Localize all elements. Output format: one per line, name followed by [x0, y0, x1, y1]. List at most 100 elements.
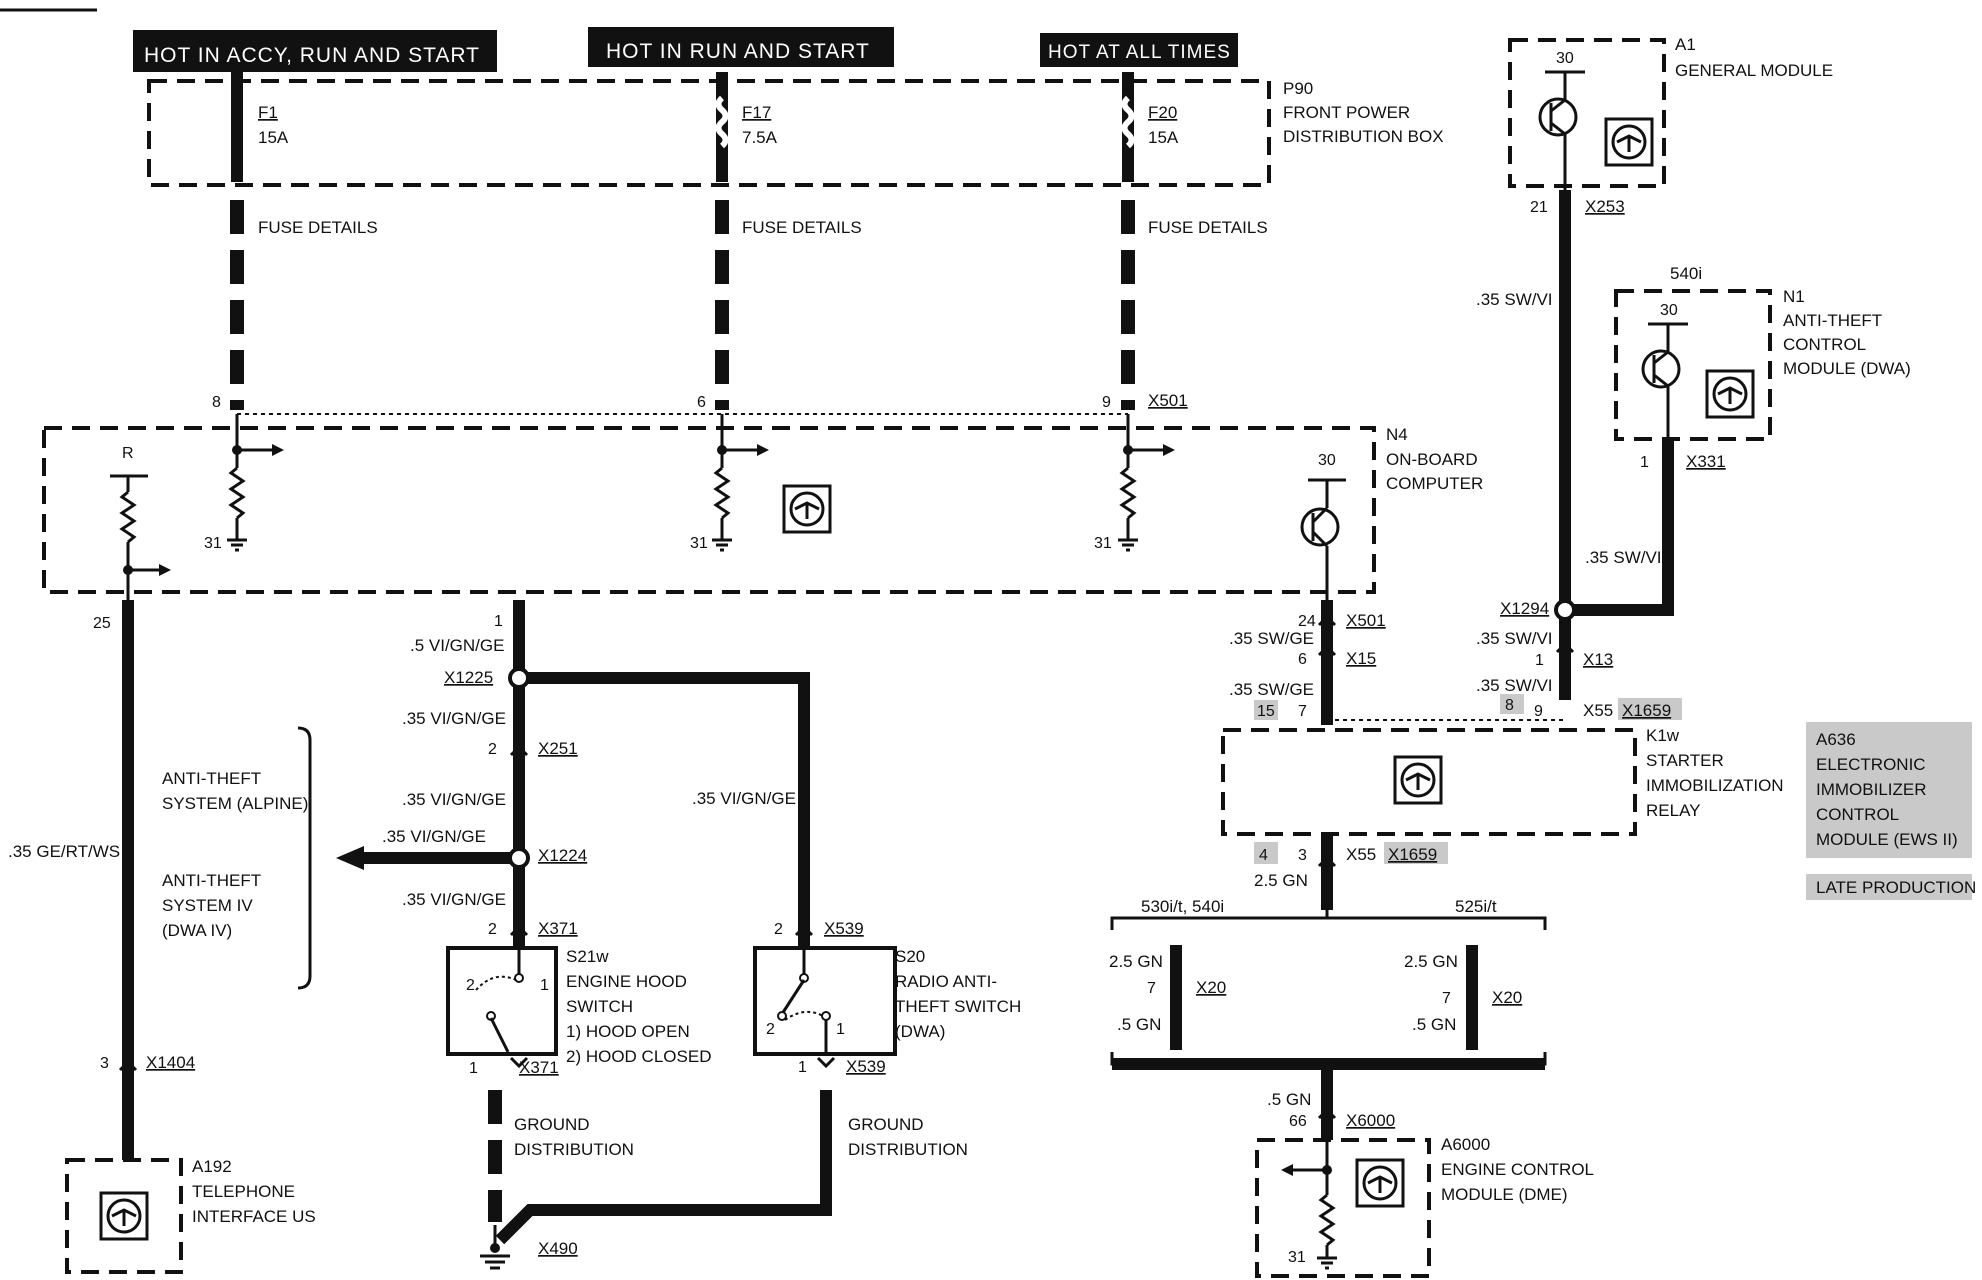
s21w-option-1: 1) HOOD OPEN [566, 1022, 690, 1041]
power-header-accy: HOT IN ACCY, RUN AND START [133, 30, 497, 72]
s20-name-1: RADIO ANTI- [895, 972, 997, 991]
x251-pin-2: 2 [488, 741, 497, 758]
x1404-label: X1404 [146, 1053, 195, 1072]
n4-pin-30: 30 [1318, 452, 1336, 469]
variant-bracket: 530i/t, 540i 525i/t 2.5 GN 7 X20 .5 GN 2… [1109, 897, 1547, 1070]
n4-id: N4 [1386, 425, 1408, 444]
s21w-pos-1: 1 [540, 977, 549, 994]
a192-module-icon [99, 1191, 149, 1241]
p90-name-1: FRONT POWER [1283, 103, 1410, 122]
p90-name-2: DISTRIBUTION BOX [1283, 127, 1444, 146]
x1659-label-bottom: X1659 [1388, 845, 1437, 864]
x539-top-pin-2: 2 [774, 921, 783, 938]
a1-pin-30: 30 [1556, 50, 1574, 67]
x13-connector-mark [1555, 641, 1575, 654]
n4-module-icon [782, 484, 832, 534]
antitheft-alpine-1: ANTI-THEFT [162, 769, 261, 788]
a636-id: A636 [1816, 730, 1856, 749]
x371-bottom-pin-1: 1 [469, 1060, 478, 1077]
x539-bottom-label: X539 [846, 1057, 886, 1076]
x251-label: X251 [538, 739, 578, 758]
a192-telephone-interface: A192 TELEPHONE INTERFACE US [65, 1157, 316, 1274]
n1-pin-30: 30 [1660, 302, 1678, 319]
x55-pin-7: 7 [1298, 703, 1307, 720]
power-header-accy-label: HOT IN ACCY, RUN AND START [144, 44, 480, 67]
s20-pos-2: 2 [766, 1021, 775, 1038]
x15-label: X15 [1346, 649, 1376, 668]
a6000-name-2: MODULE (DME) [1441, 1185, 1568, 1204]
x539-bottom-pin-1: 1 [798, 1059, 807, 1076]
x371-top-pin-2: 2 [488, 921, 497, 938]
a1-pin-21: 21 [1530, 199, 1548, 216]
n4-pin-1: 1 [494, 613, 503, 630]
antitheft-dwa-1: ANTI-THEFT [162, 871, 261, 890]
splice-x1294 [1554, 599, 1576, 621]
x1404-pin-3: 3 [100, 1055, 109, 1072]
power-header-always-label: HOT AT ALL TIMES [1048, 42, 1231, 63]
n4-transistor: 30 [1300, 452, 1346, 610]
n1-name-3: MODULE (DWA) [1783, 359, 1911, 378]
x1294-label: X1294 [1500, 599, 1549, 618]
pin-8-shade [1500, 694, 1524, 714]
ground-left-2: DISTRIBUTION [514, 1140, 634, 1159]
n1-id: N1 [1783, 287, 1805, 306]
n4-name-2: COMPUTER [1386, 474, 1483, 493]
s21w-id: S21w [566, 947, 609, 966]
s20-pos-1: 1 [836, 1021, 845, 1038]
antitheft-dwa-2: SYSTEM IV [162, 896, 253, 915]
fuse-f17-details: FUSE DETAILS [742, 218, 862, 237]
n1-pin-1: 1 [1640, 454, 1649, 471]
fuse-f20-id: F20 [1148, 103, 1177, 122]
a6000-engine-control-module: A6000 ENGINE CONTROL MODULE (DME) 31 [1255, 1135, 1594, 1278]
x1659-label-top: X1659 [1622, 701, 1671, 720]
n1-name-1: ANTI-THEFT [1783, 311, 1882, 330]
antitheft-brace: ANTI-THEFT SYSTEM (ALPINE) ANTI-THEFT SY… [162, 726, 312, 990]
x490-label: X490 [538, 1239, 578, 1258]
wire-x501-label: .35 SW/GE [1229, 629, 1314, 648]
splice-x1225 [508, 667, 530, 689]
x501-top-connector: X501 [1148, 391, 1188, 410]
a1-transistor-icon [1538, 97, 1578, 137]
k1w-id: K1w [1646, 726, 1680, 745]
s20-radio-switch: S20 RADIO ANTI- THEFT SWITCH (DWA) 2 1 [753, 946, 1021, 1056]
n4-input-f20: 31 [1094, 414, 1175, 552]
k1w-relay: K1w STARTER IMMOBILIZATION RELAY [1221, 726, 1784, 836]
p90-id: P90 [1283, 79, 1313, 98]
x1659-shade-bottom [1384, 842, 1448, 864]
wire-k1w-out-label: 2.5 GN [1254, 871, 1308, 890]
wire-x251-label: .35 VI/GN/GE [402, 790, 506, 809]
n4-pin-r: R [122, 445, 134, 462]
x20-left-label: X20 [1196, 978, 1226, 997]
n4-input-f1: 31 [204, 414, 284, 552]
wire-n1-to-x1294 [1565, 440, 1674, 616]
n4-name-1: ON-BOARD [1386, 450, 1478, 469]
wire-x20-left-bottom-label: .5 GN [1117, 1015, 1161, 1034]
x1659-pin-8: 8 [1505, 697, 1514, 714]
n4-on-board-computer: N4 ON-BOARD COMPUTER 31 31 [42, 414, 1483, 610]
fuse-f17-pin: 6 [697, 394, 706, 411]
wire-a1-label: .35 SW/VI [1476, 290, 1553, 309]
x1224-label: X1224 [538, 846, 587, 865]
wire-x20-left-top-label: 2.5 GN [1109, 952, 1163, 971]
wire-x1224-branch-label: .35 VI/GN/GE [382, 827, 486, 846]
a1-id: A1 [1675, 35, 1696, 54]
fuse-f1-id: F1 [258, 103, 278, 122]
wire-x6000-label: .5 GN [1267, 1090, 1311, 1109]
s20-name-3: (DWA) [895, 1022, 945, 1041]
wire-x15-label: .35 SW/GE [1229, 680, 1314, 699]
x1659-pin-15: 15 [1257, 703, 1275, 720]
s21w-name-2: SWITCH [566, 997, 633, 1016]
n1-variant: 540i [1670, 264, 1702, 283]
a6000-name-1: ENGINE CONTROL [1441, 1160, 1594, 1179]
x1659-pin-4: 4 [1259, 847, 1268, 864]
fuse-f17-rating: 7.5A [742, 128, 778, 147]
x55-pin-3: 3 [1298, 847, 1307, 864]
x15-pin-6: 6 [1298, 651, 1307, 668]
n1-name-2: CONTROL [1783, 335, 1866, 354]
fuse-f1-details: FUSE DETAILS [258, 218, 378, 237]
a636-line-3: CONTROL [1816, 805, 1899, 824]
x55-pin-9: 9 [1534, 703, 1543, 720]
k1w-module-icon [1393, 755, 1443, 805]
s20-id: S20 [895, 947, 925, 966]
fuse-f1: F1 15A FUSE DETAILS 8 [212, 72, 378, 411]
